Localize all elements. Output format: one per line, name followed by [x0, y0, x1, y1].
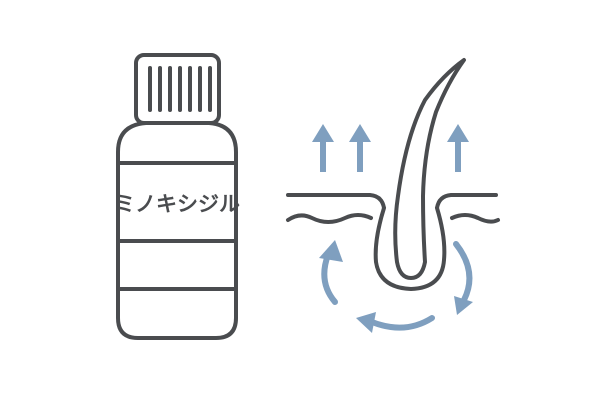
circulation-arc-bottom [369, 315, 435, 331]
circulation-arrowhead-left [319, 240, 343, 262]
arrow-up-icon [312, 124, 334, 172]
growth-arrows [312, 124, 469, 172]
medicine-bottle-icon [116, 53, 238, 340]
circulation-arrowhead-bottom [356, 312, 376, 333]
circulation-arc-left [321, 252, 338, 305]
circulation-arc-right [453, 241, 473, 303]
hair-shaft [393, 58, 466, 280]
subsurface-wave-line [286, 213, 500, 224]
bottle-label: ミノキシジル [114, 192, 240, 216]
cap-ridges [148, 66, 212, 112]
bottle-body [116, 121, 238, 340]
arrow-up-icon [447, 124, 469, 172]
arrow-up-icon [349, 124, 371, 172]
circulation-arrowhead-right [454, 296, 473, 315]
circular-arrow-icon [319, 240, 473, 333]
hair-follicle-icon [373, 58, 466, 291]
